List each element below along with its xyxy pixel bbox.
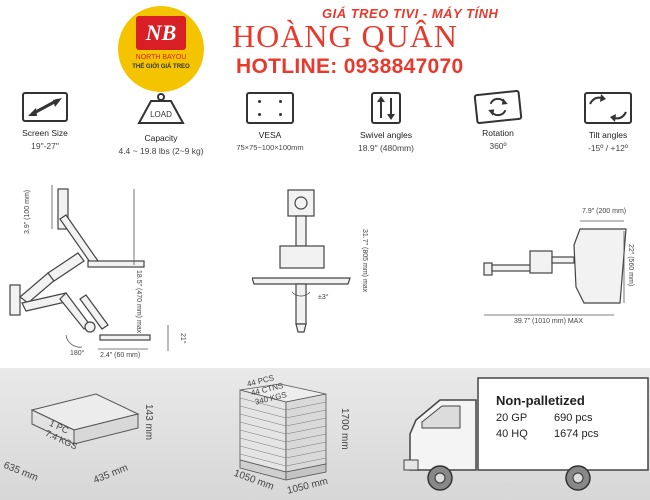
spec-value: 75×75~100×100mm <box>236 143 304 152</box>
spec-rotation: Rotation 360º <box>458 89 538 151</box>
logo-brand: NORTH BAYOU <box>135 54 187 61</box>
brand-logo: NB NORTH BAYOU THẾ GIỚI GIÁ TREO <box>118 6 204 92</box>
spec-title: Swivel angles <box>360 130 412 140</box>
top-dim-3: 39.7" (1010 mm) MAX <box>514 318 584 325</box>
spec-vesa: VESA 75×75~100×100mm <box>222 92 318 152</box>
screen-size-icon <box>22 92 68 122</box>
vesa-icon <box>246 92 294 124</box>
front-dim-2: ±3° <box>318 294 329 301</box>
spec-swivel: Swivel angles 18.9" (480mm) <box>346 92 426 153</box>
top-view-diagram <box>483 220 627 316</box>
spec-value: 18.9" (480mm) <box>358 143 414 153</box>
container-pcs: 690 pcs <box>554 412 593 424</box>
truck-icon <box>403 377 649 491</box>
rotation-icon <box>473 89 523 125</box>
container-pcs: 1674 pcs <box>554 428 599 440</box>
shop-name: HOÀNG QUÂN <box>232 18 458 55</box>
shipping-row: 20 GP 690 pcs <box>496 412 599 424</box>
spec-tilt: Tilt angles -15º / +12º <box>566 92 650 153</box>
load-weight-icon: LOAD <box>137 93 185 124</box>
spec-title: Screen Size <box>22 128 68 138</box>
pallet-stack-icon <box>239 384 327 481</box>
front-view-diagram <box>252 189 351 333</box>
shop-name-text: HOÀNG QUÂN <box>232 18 458 54</box>
carton-height: 143 mm <box>143 404 154 441</box>
side-dim-5: 21° <box>179 333 186 344</box>
swivel-arrows-icon <box>371 92 401 124</box>
logo-slogan: THẾ GIỚI GIÁ TREO <box>132 64 190 70</box>
shipping-row: 40 HQ 1674 pcs <box>496 428 599 440</box>
side-dim-3: 2.4" (60 mm) <box>100 352 141 359</box>
shop-tagline: GIÁ TREO TIVI - MÁY TÍNH <box>322 6 499 21</box>
container-type: 40 HQ <box>496 428 528 440</box>
spec-title: Rotation <box>482 128 514 138</box>
spec-title: Tilt angles <box>588 130 628 140</box>
shipping-capacity: Non-palletized 20 GP 690 pcs 40 HQ 1674 pc… <box>496 393 599 440</box>
side-dim-2: 18.5" (470 mm) max <box>135 270 142 334</box>
hotline: HOTLINE: 0938847070 <box>236 55 464 78</box>
spec-value: 360º <box>489 141 507 151</box>
spec-title: VESA <box>258 130 282 140</box>
container-type: 20 GP <box>496 412 528 424</box>
tilt-icon <box>584 92 632 124</box>
logo-text: NB <box>145 20 177 45</box>
spec-title: Capacity <box>144 133 178 143</box>
spec-capacity: LOAD Capacity 4.4 ~ 19.8 lbs (2~9 kg) <box>106 92 216 156</box>
load-label: LOAD <box>150 110 172 119</box>
pallet-height: 1700 mm <box>339 408 350 450</box>
top-dim-1: 7.9" (200 mm) <box>582 208 627 215</box>
shipping-heading: Non-palletized <box>496 393 585 408</box>
carton-box-icon <box>30 393 140 445</box>
side-view-diagram <box>9 185 169 351</box>
spec-value: 19"-27" <box>31 141 59 151</box>
spec-value: -15º / +12º <box>588 143 628 153</box>
front-dim-1: 31.7" (805 mm) max <box>361 229 368 293</box>
side-dim-4: 180° <box>70 350 85 357</box>
side-dim-1: 3.9" (100 mm) <box>24 189 31 234</box>
logo-mark: NB <box>136 16 186 50</box>
spec-value: 4.4 ~ 19.8 lbs (2~9 kg) <box>118 146 204 156</box>
top-dim-2: 22" (560 mm) <box>627 244 634 287</box>
spec-screen-size: Screen Size 19"-27" <box>10 92 80 151</box>
